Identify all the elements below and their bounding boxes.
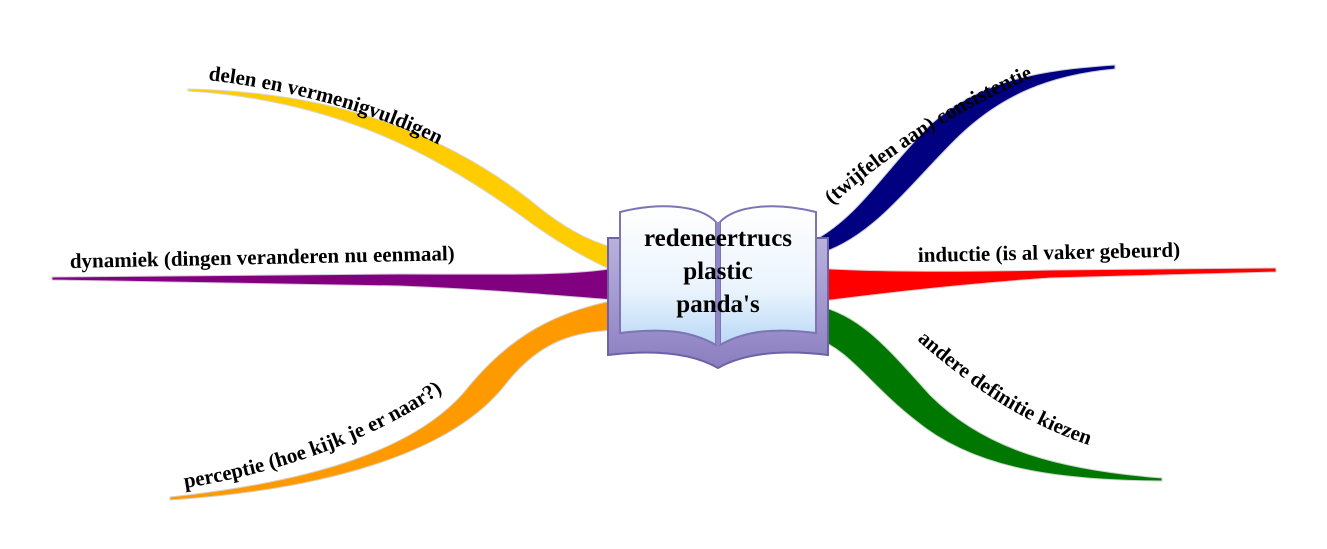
branch-inductie[interactable]: inductie (is al vaker gebeurd) — [814, 238, 1277, 303]
branch-label-delen: delen en vermenigvuldigen — [207, 61, 447, 149]
branch-definitie[interactable]: andere definitie kiezen — [814, 304, 1163, 482]
central-topic-line-2: plastic — [683, 258, 752, 285]
branch-line-dynamiek — [51, 267, 616, 301]
central-topic-line-3: panda's — [676, 291, 760, 318]
central-topic-line-1: redeneertrucs — [644, 225, 792, 252]
open-book-icon — [607, 205, 829, 370]
branch-perceptie[interactable]: perceptie (hoe kijk je er naar?) — [169, 299, 616, 501]
branch-line-consistentie — [814, 64, 1116, 256]
branch-dynamiek[interactable]: dynamiek (dingen veranderen nu eenmaal) — [51, 241, 616, 301]
branch-label-consistentie: (twijfelen aan) consistentie — [819, 60, 1035, 209]
central-topic[interactable]: redeneertrucs plastic panda's — [607, 205, 829, 370]
branch-label-dynamiek: dynamiek (dingen veranderen nu eenmaal) — [70, 241, 455, 273]
branch-line-inductie — [814, 267, 1277, 303]
branch-delen[interactable]: delen en vermenigvuldigen — [187, 61, 616, 273]
branch-line-definitie — [814, 304, 1163, 482]
branch-consistentie[interactable]: (twijfelen aan) consistentie — [814, 60, 1116, 256]
branch-label-inductie: inductie (is al vaker gebeurd) — [918, 238, 1181, 267]
